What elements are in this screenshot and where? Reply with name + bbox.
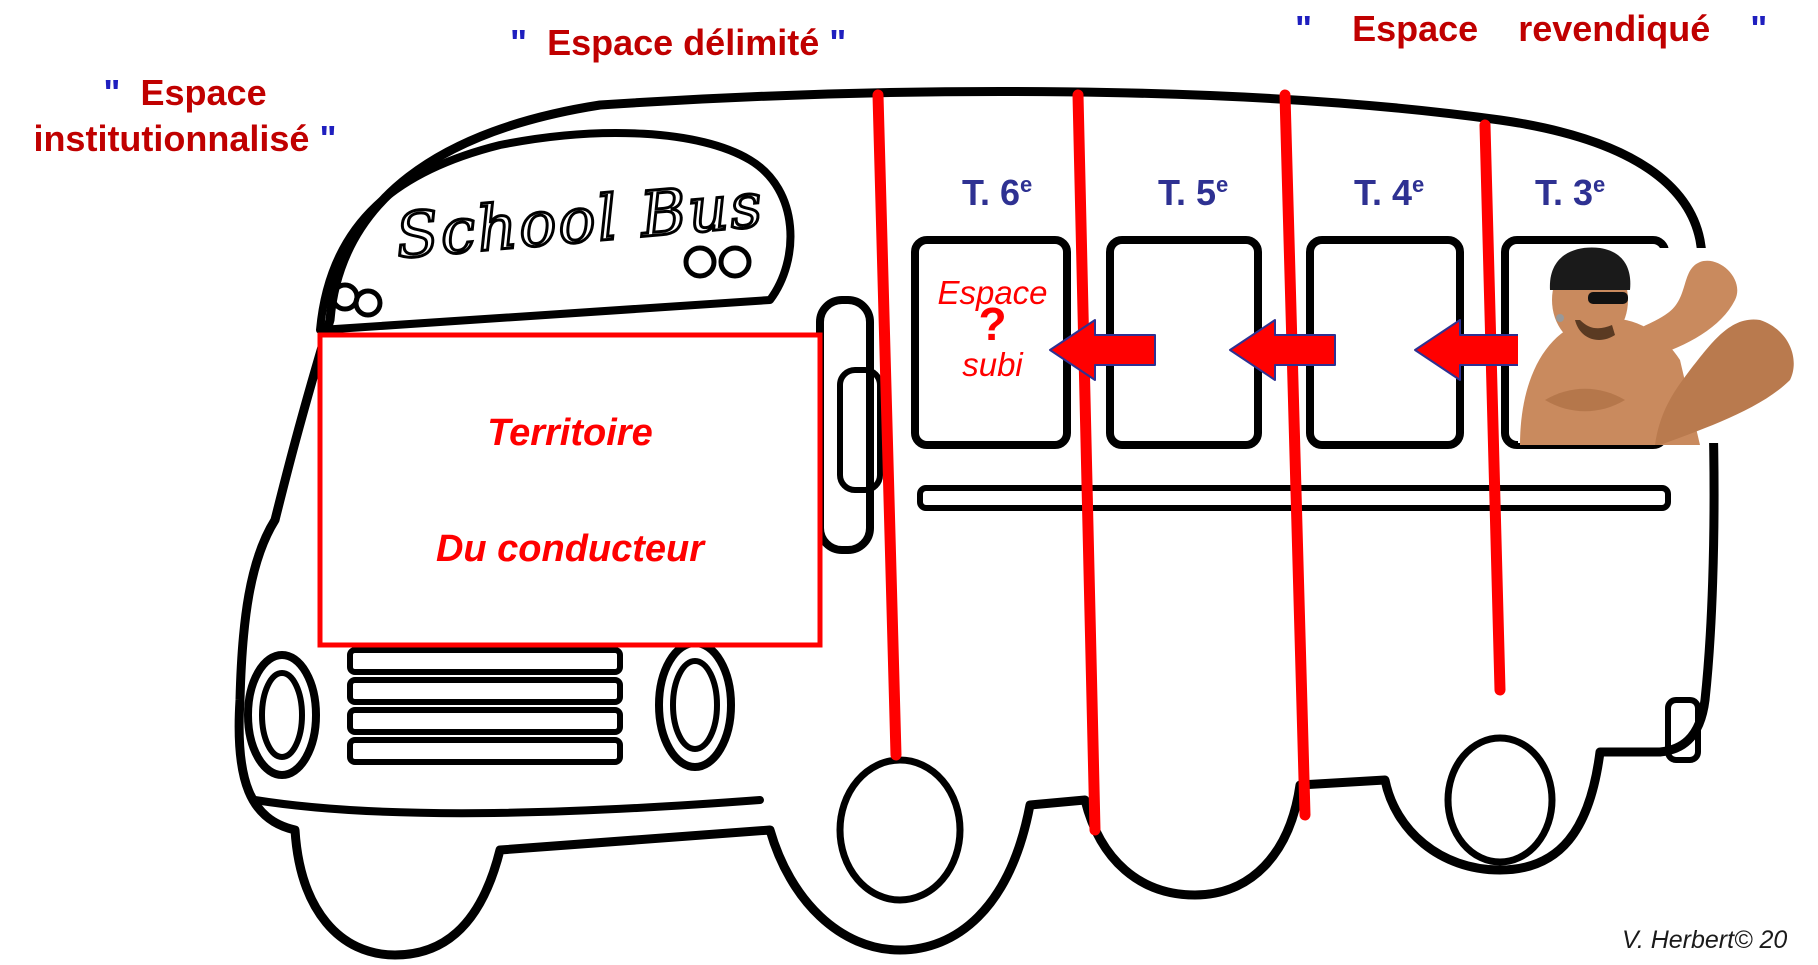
grille-bar-4 <box>347 737 623 765</box>
headlight-left-inner <box>259 670 305 760</box>
window-label-4: T. 4e <box>1354 172 1425 213</box>
headlight-left-outer <box>244 651 320 779</box>
dot-right-1 <box>683 245 717 279</box>
grille-bar-2 <box>347 677 623 705</box>
subi-word-1: Espace <box>937 274 1048 311</box>
strongman-figure <box>1518 247 1794 445</box>
label-delimite: " Espace délimité " <box>510 22 847 63</box>
mirror-arm <box>837 367 883 493</box>
dot-left-2 <box>353 288 383 318</box>
divider-line-4 <box>1479 119 1506 696</box>
headlight-right-inner <box>670 658 720 752</box>
driver-territory-line-2: Du conducteur <box>435 528 705 570</box>
front-bumper <box>251 796 764 818</box>
driver-territory-line-1: Territoire <box>487 412 653 454</box>
arrow-left-1 <box>1049 319 1156 381</box>
dot-right-2 <box>718 245 752 279</box>
subi-word-2: subi <box>962 346 1023 383</box>
divider-line-1 <box>872 89 902 761</box>
window-label-5: T. 5e <box>1158 172 1229 213</box>
windshield <box>316 129 795 334</box>
rear-wheel-hub <box>1444 734 1556 866</box>
grille-bar-1 <box>347 647 623 675</box>
side-mirror <box>816 296 874 554</box>
divider-line-2 <box>1072 89 1101 836</box>
window-label-6: T. 6e <box>962 172 1033 213</box>
arrow-left-2 <box>1229 319 1336 381</box>
author-credit: V. Herbert© 20 <box>1622 926 1788 954</box>
grille-bar-3 <box>347 707 623 735</box>
label-institutionnalise: " Espace institutionnalisé " <box>33 72 337 159</box>
front-wheel-hub <box>836 756 964 904</box>
subi-question-mark: ? <box>978 298 1007 350</box>
window-label-3: T. 3e <box>1535 172 1606 213</box>
divider-line-3 <box>1279 89 1311 821</box>
bus-body-outline <box>234 86 1719 960</box>
arrow-left-3 <box>1414 319 1521 381</box>
tail-light <box>1665 697 1701 763</box>
driver-territory-box <box>317 332 823 648</box>
label-espace-subi: Espace ? subi <box>925 275 1060 389</box>
label-revendique: " Espace revendiqué " <box>1295 8 1768 49</box>
